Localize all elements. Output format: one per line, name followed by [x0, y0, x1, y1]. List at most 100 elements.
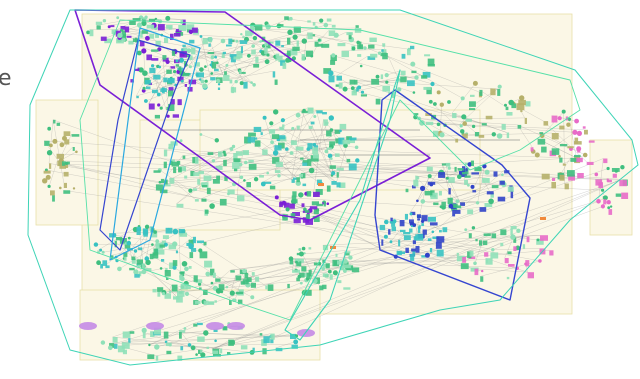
enzyme-node-icon [265, 285, 267, 289]
metabolite-node-icon [298, 192, 303, 197]
enzyme-node-icon [304, 273, 306, 277]
metabolite-node-icon [325, 150, 329, 154]
enzyme-node-icon [213, 273, 216, 278]
metabolite-node-icon [410, 212, 413, 215]
metabolite-node-icon [151, 243, 154, 246]
metabolite-node-icon [287, 30, 292, 35]
enzyme-node-icon [460, 124, 463, 127]
enzyme-node-icon [401, 71, 406, 76]
metabolite-node-icon [282, 201, 286, 205]
enzyme-node-icon [205, 210, 209, 214]
enzyme-node-icon [220, 348, 222, 353]
metabolite-node-icon [266, 172, 269, 175]
enzyme-node-icon [370, 54, 377, 58]
enzyme-node-icon [311, 122, 315, 125]
metabolite-node-icon [583, 153, 588, 158]
enzyme-node-icon [506, 112, 512, 116]
enzyme-node-icon [63, 190, 70, 194]
enzyme-node-icon [207, 188, 211, 194]
enzyme-node-icon [179, 229, 185, 233]
enzyme-node-icon [369, 38, 376, 42]
enzyme-node-icon [290, 259, 294, 265]
enzyme-node-icon [438, 172, 445, 178]
enzyme-node-icon [268, 284, 274, 291]
enzyme-node-icon [122, 342, 130, 348]
metabolite-node-icon [200, 133, 203, 136]
metabolite-node-icon [223, 151, 226, 154]
metabolite-node-icon [277, 174, 280, 177]
enzyme-node-icon [472, 190, 476, 192]
enzyme-node-icon [423, 230, 427, 235]
metabolite-node-icon [263, 116, 267, 120]
enzyme-node-icon [195, 301, 201, 304]
enzyme-node-icon [507, 277, 510, 279]
enzyme-node-icon [226, 45, 232, 47]
enzyme-node-icon [376, 99, 381, 105]
enzyme-node-icon [381, 53, 387, 57]
enzyme-node-icon [178, 167, 182, 172]
metabolite-node-icon [240, 176, 244, 180]
metabolite-node-icon [235, 80, 238, 83]
enzyme-node-icon [471, 161, 474, 166]
enzyme-node-icon [452, 113, 456, 118]
enzyme-node-icon [274, 145, 281, 150]
enzyme-node-icon [330, 274, 333, 279]
enzyme-node-icon [243, 82, 247, 89]
enzyme-node-icon [276, 162, 283, 167]
enzyme-node-icon [171, 141, 178, 145]
enzyme-node-icon [123, 332, 131, 338]
enzyme-node-icon [202, 185, 207, 187]
enzyme-node-icon [525, 101, 530, 106]
enzyme-node-icon [334, 261, 337, 265]
metabolite-node-icon [464, 228, 467, 231]
metabolite-node-icon [488, 199, 494, 205]
enzyme-node-icon [424, 54, 430, 56]
metabolite-node-icon [355, 158, 359, 162]
metabolite-node-icon [449, 204, 454, 209]
metabolite-node-icon [296, 113, 301, 118]
metabolite-node-icon [137, 22, 142, 27]
enzyme-node-icon [430, 222, 438, 225]
enzyme-node-icon [208, 152, 214, 155]
enzyme-node-icon [392, 227, 397, 232]
metabolite-node-icon [176, 59, 179, 62]
metabolite-node-icon [298, 248, 301, 251]
enzyme-node-icon [410, 46, 414, 49]
enzyme-node-icon [469, 101, 476, 107]
enzyme-node-icon [253, 64, 259, 68]
metabolite-node-icon [108, 25, 111, 28]
enzyme-node-icon [57, 161, 62, 166]
metabolite-node-icon [183, 168, 186, 171]
enzyme-node-icon [381, 239, 383, 245]
metabolite-node-icon [102, 251, 105, 254]
enzyme-node-icon [507, 133, 509, 139]
metabolite-node-icon [299, 252, 304, 257]
enzyme-node-icon [64, 183, 67, 188]
enzyme-node-icon [195, 199, 199, 202]
metabolite-node-icon [103, 19, 106, 22]
metabolite-node-icon [300, 282, 303, 285]
enzyme-node-icon [508, 187, 514, 193]
metabolite-node-icon [266, 53, 269, 56]
metabolite-node-icon [425, 253, 430, 258]
metabolite-node-icon [275, 195, 279, 199]
enzyme-node-icon [587, 162, 594, 165]
enzyme-node-icon [101, 37, 107, 41]
metabolite-node-icon [225, 64, 228, 67]
metabolite-node-icon [334, 33, 339, 38]
compartment-ellipse [206, 322, 224, 330]
metabolite-node-icon [220, 290, 223, 293]
metabolite-node-icon [157, 103, 160, 106]
enzyme-node-icon [53, 120, 55, 124]
enzyme-node-icon [179, 66, 182, 71]
enzyme-node-icon [284, 16, 289, 20]
metabolite-node-icon [215, 138, 219, 142]
right-compartment [590, 140, 632, 235]
enzyme-node-icon [511, 192, 513, 199]
metabolite-node-icon [210, 64, 213, 67]
metabolite-node-icon [188, 189, 192, 193]
metabolite-node-icon [230, 147, 234, 151]
enzyme-node-icon [183, 156, 186, 159]
enzyme-node-icon [204, 261, 212, 268]
enzyme-node-icon [147, 25, 155, 29]
